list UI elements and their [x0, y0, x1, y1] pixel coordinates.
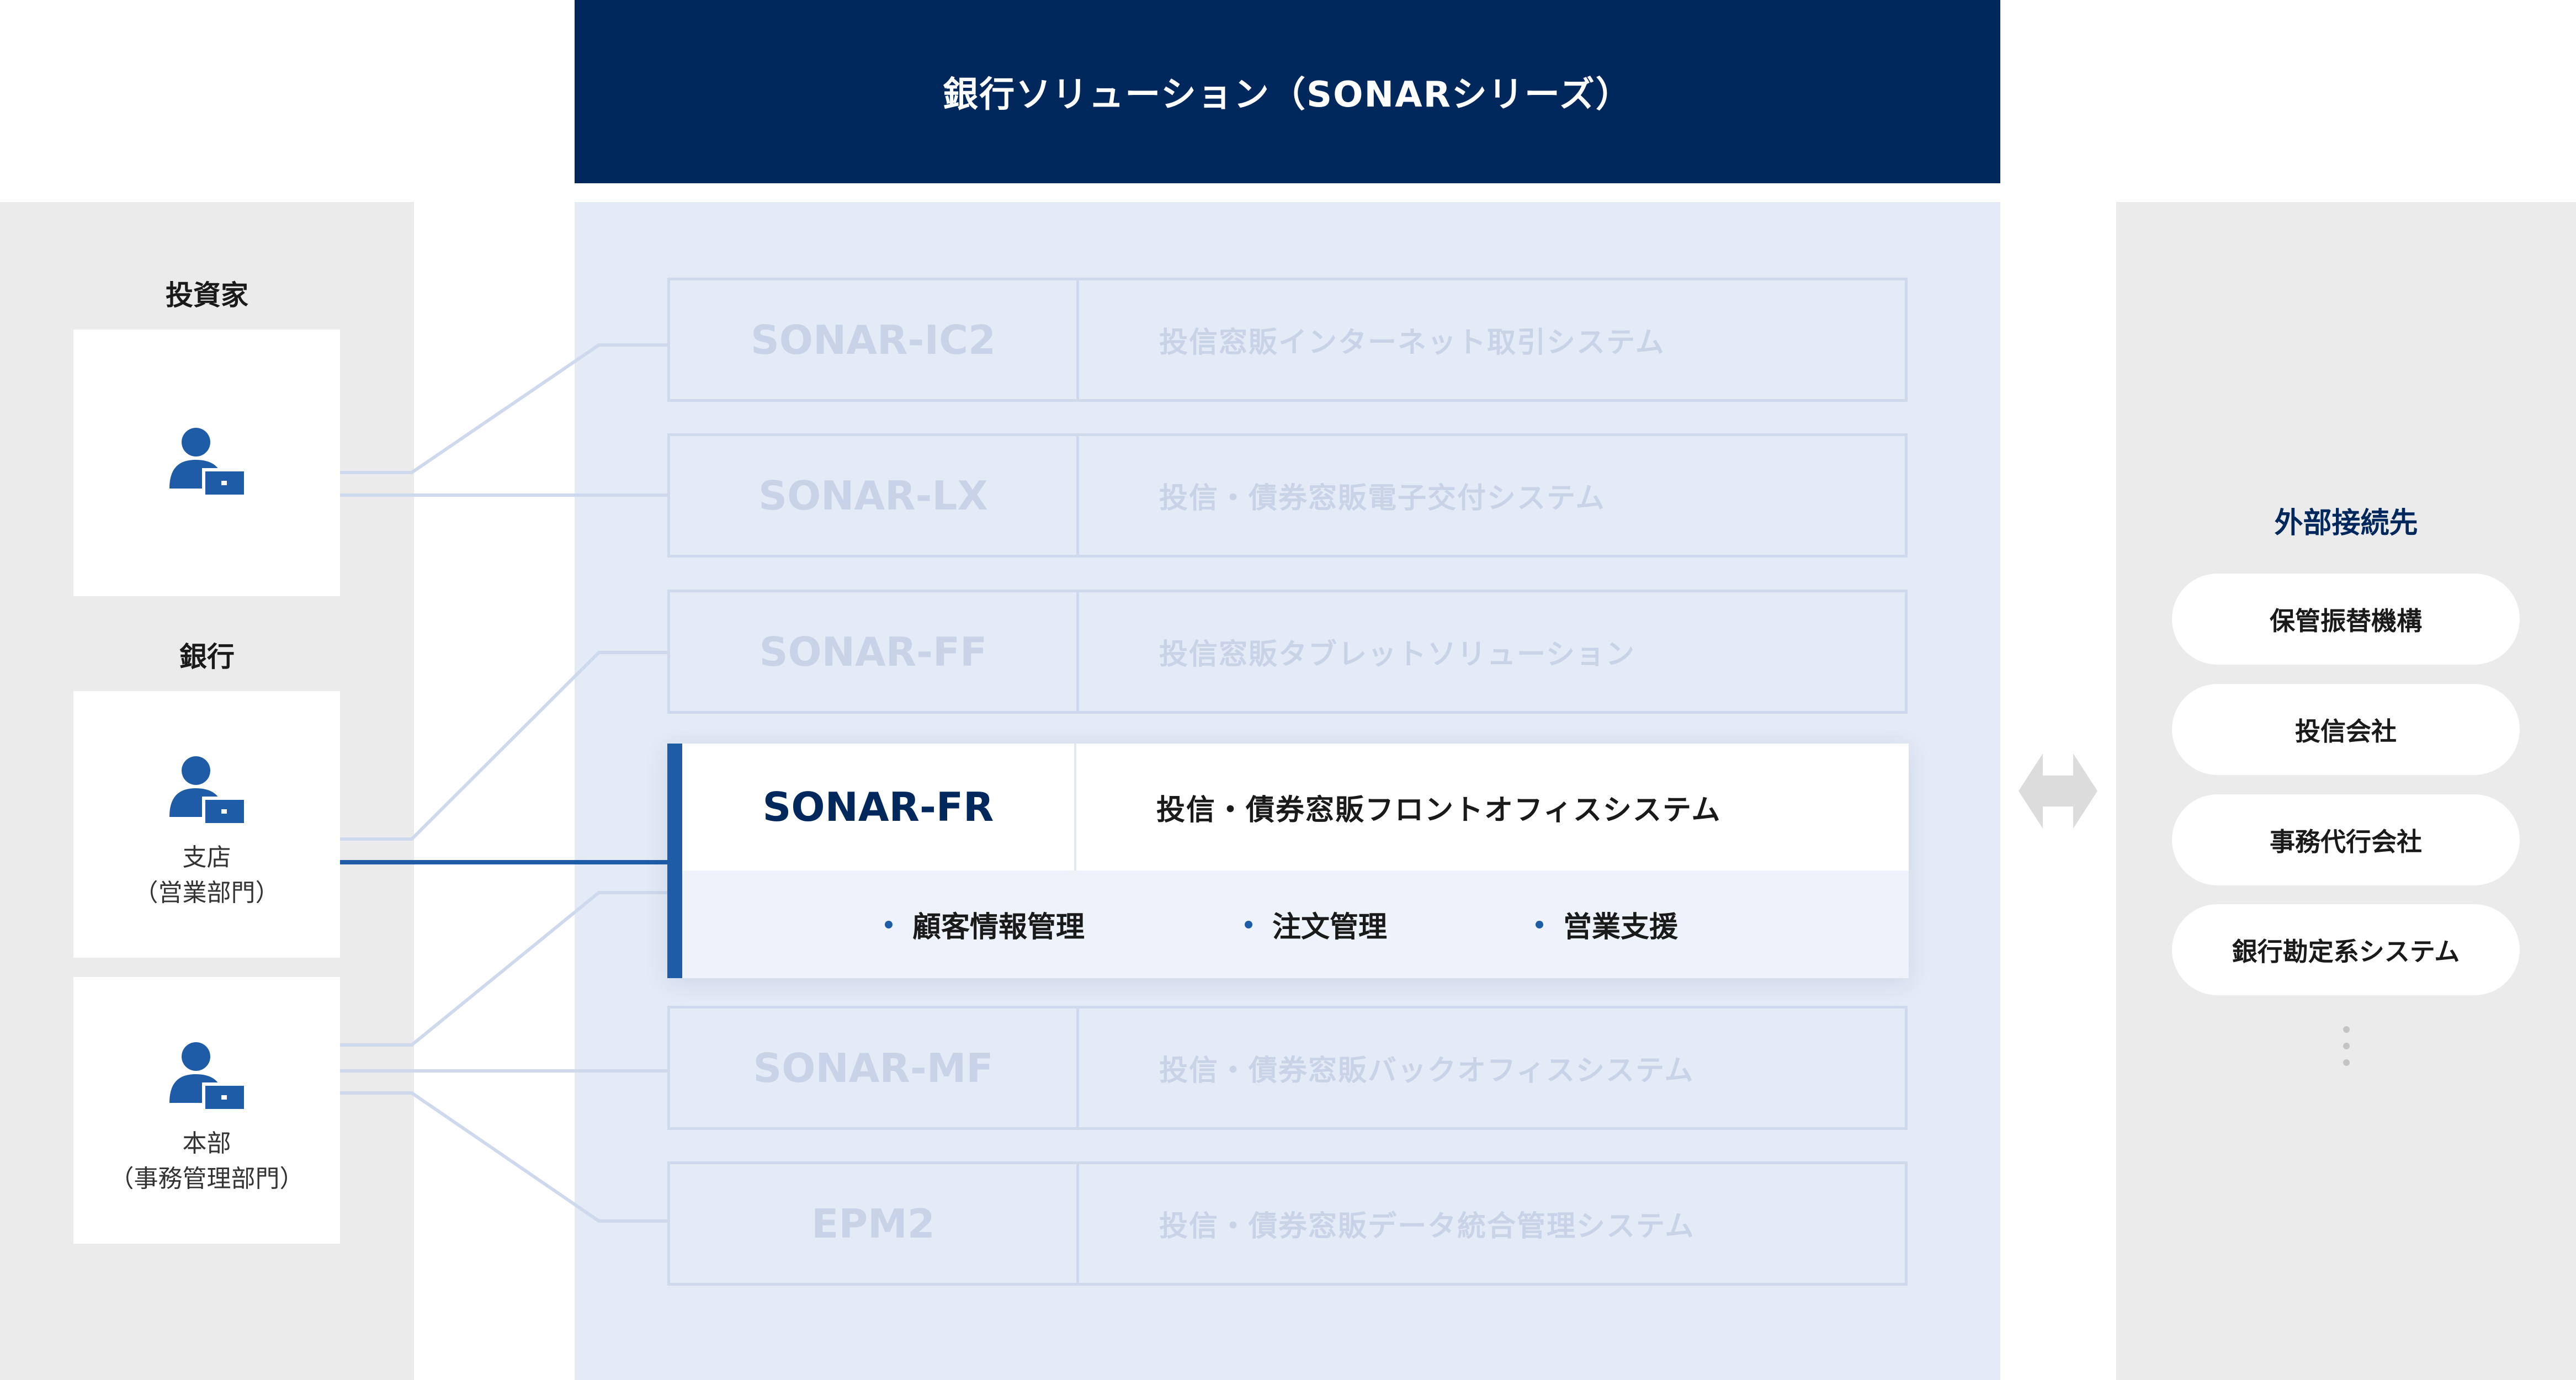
product-description: 投信・債券窓販電子交付システム [1159, 482, 1606, 515]
user-laptop-icon [169, 428, 246, 498]
group-label-bank: 銀行 [179, 641, 235, 673]
product-code: EPM2 [670, 1164, 1079, 1283]
product-code: SONAR-MF [670, 1009, 1079, 1127]
external-item[interactable]: 保管振替機構 [2172, 574, 2520, 665]
page-title: 銀行ソリューション（SONARシリーズ） [943, 75, 1632, 115]
branch-name: 支店 [182, 843, 231, 872]
product-description: 投信・債券窓販バックオフィスシステム [1159, 1054, 1695, 1087]
external-label: 外部接続先 [2274, 507, 2418, 540]
feature-label: 注文管理 [1272, 911, 1388, 944]
bullet-icon [1245, 920, 1252, 928]
external-panel [2116, 202, 2576, 1380]
product-description: 投信窓販インターネット取引システム [1159, 326, 1665, 359]
active-product-description: 投信・債券窓販フロントオフィスシステム [1156, 793, 1722, 827]
product-description: 投信窓販タブレットソリューション [1159, 638, 1635, 671]
feature-label: 顧客情報管理 [912, 911, 1085, 944]
headquarters-name: 本部 [182, 1129, 231, 1158]
external-item[interactable]: 銀行勘定系システム [2172, 904, 2520, 995]
feature-label: 営業支援 [1563, 911, 1679, 944]
connector-branch-ff [340, 651, 667, 841]
bullet-icon [885, 920, 893, 928]
user-laptop-icon [169, 1042, 246, 1112]
feature-item: 顧客情報管理 [885, 871, 1085, 978]
feature-item: 注文管理 [1245, 871, 1387, 978]
external-item[interactable]: 事務代行会社 [2172, 794, 2520, 885]
bidirectional-arrow-icon [2019, 753, 2097, 829]
connector-hq-fr [340, 891, 667, 1047]
investor-card [73, 330, 340, 596]
product-code: SONAR-LX [670, 436, 1079, 555]
product-row[interactable]: EPM2 投信・債券窓販データ統合管理システム [667, 1161, 1908, 1286]
product-code: SONAR-FF [670, 592, 1079, 711]
active-accent-bar [667, 744, 682, 978]
user-laptop-icon [169, 756, 246, 826]
branch-card: 支店 （営業部門） [73, 691, 340, 958]
feature-item: 営業支援 [1536, 871, 1678, 978]
title-banner: 銀行ソリューション（SONARシリーズ） [575, 0, 2000, 183]
product-row[interactable]: SONAR-LX 投信・債券窓販電子交付システム [667, 433, 1908, 558]
product-description: 投信・債券窓販データ統合管理システム [1159, 1210, 1695, 1243]
bullet-icon [1536, 920, 1543, 928]
product-row[interactable]: SONAR-FF 投信窓販タブレットソリューション [667, 590, 1908, 714]
active-product-features: 顧客情報管理 注文管理 営業支援 [682, 871, 1909, 978]
product-code: SONAR-IC2 [670, 280, 1079, 399]
product-row[interactable]: SONAR-MF 投信・債券窓販バックオフィスシステム [667, 1006, 1908, 1130]
product-row[interactable]: SONAR-IC2 投信窓販インターネット取引システム [667, 278, 1908, 402]
active-product-code: SONAR-FR [682, 744, 1076, 871]
active-product-header: SONAR-FR 投信・債券窓販フロントオフィスシステム [682, 744, 1909, 871]
connector-hq-epm2 [340, 1091, 667, 1223]
connector-investor-ic2 [340, 343, 667, 474]
branch-dept: （営業部門） [134, 879, 280, 907]
headquarters-card: 本部 （事務管理部門） [73, 977, 340, 1244]
more-dots-icon [2343, 1026, 2350, 1066]
headquarters-dept: （事務管理部門） [109, 1165, 304, 1193]
group-label-investor: 投資家 [166, 279, 248, 311]
external-item[interactable]: 投信会社 [2172, 684, 2520, 775]
